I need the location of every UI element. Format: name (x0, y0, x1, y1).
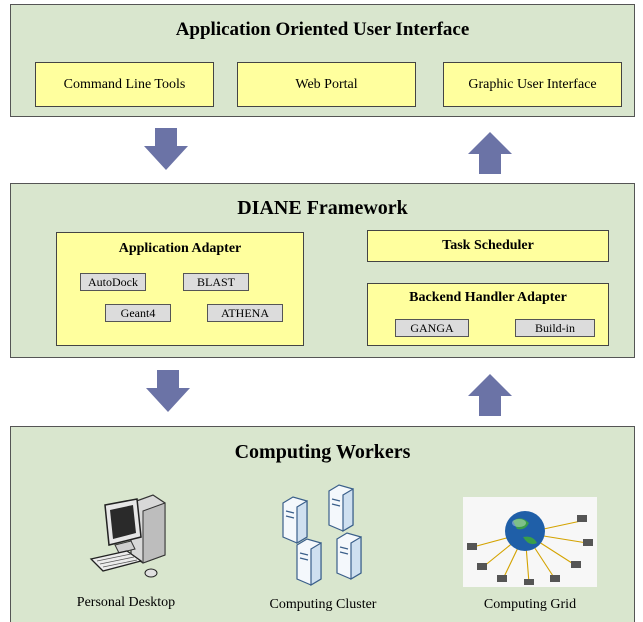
module-geant4: Geant4 (105, 304, 171, 322)
task-scheduler-box: Task Scheduler (367, 230, 609, 262)
web-portal-box: Web Portal (237, 62, 416, 107)
computing-cluster-label: Computing Cluster (269, 597, 377, 612)
module-build-in: Build-in (515, 319, 595, 337)
up-arrow-icon (468, 374, 512, 416)
computing-workers-layer: Computing Workers Personal Desktop (10, 426, 635, 622)
workers-title: Computing Workers (234, 441, 411, 463)
module-autodock: AutoDock (80, 273, 146, 291)
graphic-user-interface-box: Graphic User Interface (443, 62, 622, 107)
ui-layer: Application Oriented User Interface Comm… (10, 4, 635, 117)
server-cluster-icon (282, 484, 362, 587)
diane-framework-layer: DIANE Framework Application Adapter Auto… (10, 183, 635, 358)
module-ganga: GANGA (395, 319, 469, 337)
backend-handler-adapter-title: Backend Handler Adapter (409, 290, 567, 305)
command-line-tools-box: Command Line Tools (35, 62, 214, 107)
desktop-computer-icon (89, 494, 166, 578)
globe-grid-icon (463, 497, 597, 587)
backend-handler-adapter-box: Backend Handler Adapter GANGA Build-in (367, 283, 609, 346)
ui-layer-title: Application Oriented User Interface (175, 19, 470, 40)
framework-title: DIANE Framework (237, 197, 408, 219)
module-blast: BLAST (183, 273, 249, 291)
application-adapter-box: Application Adapter AutoDock BLAST Geant… (56, 232, 304, 346)
computing-grid-label: Computing Grid (483, 597, 577, 612)
up-arrow-icon (468, 132, 512, 174)
application-adapter-title: Application Adapter (118, 241, 242, 256)
module-athena: ATHENA (207, 304, 283, 322)
down-arrow-icon (144, 128, 188, 170)
down-arrow-icon (146, 370, 190, 412)
personal-desktop-label: Personal Desktop (76, 595, 176, 610)
